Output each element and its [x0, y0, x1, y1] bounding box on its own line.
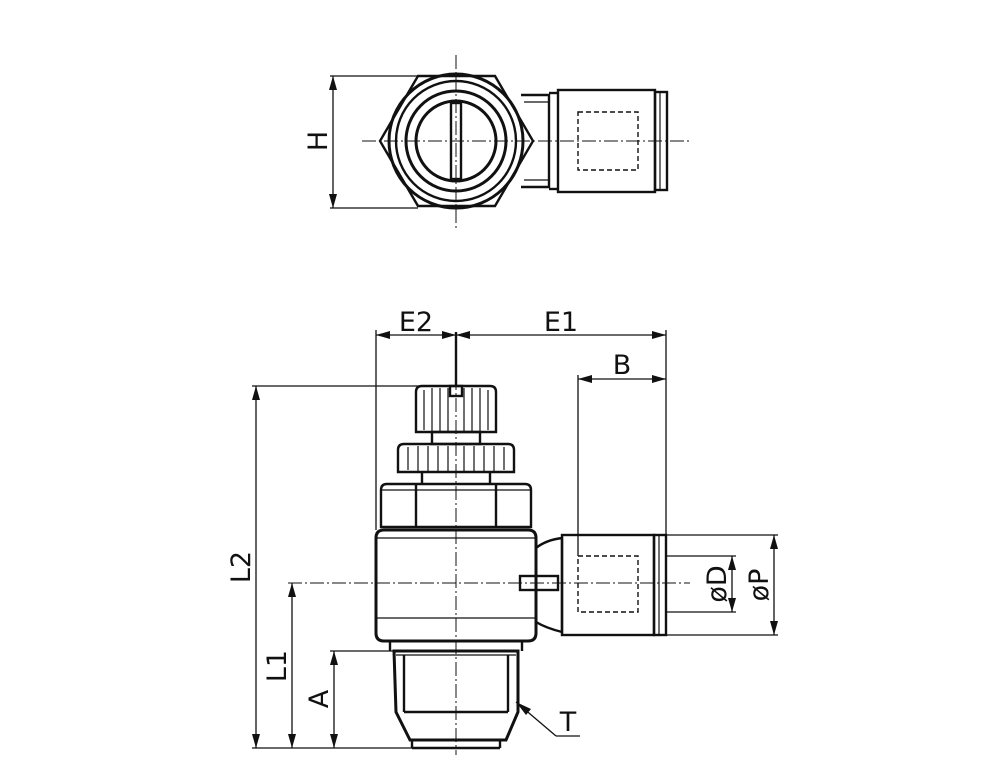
arrowhead — [252, 386, 260, 400]
threaded-shank — [388, 641, 524, 750]
knob-outline — [414, 384, 498, 434]
dim-e1-e2: E2 E1 — [375, 307, 667, 535]
arrowhead — [770, 621, 778, 635]
label-d: øD — [702, 565, 733, 602]
release-collet — [653, 90, 669, 192]
label-l1: L1 — [262, 650, 293, 682]
label-e2: E2 — [399, 307, 433, 338]
label-a: A — [304, 689, 335, 708]
elbow-neck — [521, 93, 551, 189]
dim-d: øD — [666, 555, 736, 613]
arrowhead — [330, 734, 338, 748]
dim-l1: L1 — [262, 583, 296, 748]
label-h: H — [303, 131, 334, 151]
arrowhead — [252, 734, 260, 748]
arrowhead — [329, 76, 337, 90]
arrowhead — [288, 583, 296, 597]
knob-circle — [414, 99, 498, 183]
arm-pin — [518, 574, 560, 592]
outer-body-circle — [387, 72, 525, 210]
label-l2: L2 — [226, 551, 257, 583]
dim-a: A — [304, 650, 394, 748]
arrowhead — [728, 556, 736, 570]
dim-t: T — [515, 701, 580, 738]
arrowhead — [578, 375, 592, 383]
arrowhead — [442, 331, 456, 339]
screwdriver-slot — [449, 101, 463, 181]
swivel-body — [374, 528, 538, 643]
label-e1: E1 — [544, 307, 578, 338]
arrowhead — [456, 331, 470, 339]
dim-l2: L2 — [226, 385, 450, 749]
arrowhead — [516, 702, 531, 715]
front-view: E2 E1 B L2 L1 — [226, 307, 778, 755]
arrowhead — [329, 194, 337, 208]
top-view: H — [303, 55, 690, 228]
label-b: B — [613, 350, 632, 381]
dim-h: H — [303, 75, 418, 209]
tube-bore-hidden — [577, 111, 639, 171]
release-collet — [652, 533, 668, 637]
arrowhead — [330, 651, 338, 665]
thread-outline — [392, 649, 520, 742]
knurled-knob — [414, 384, 498, 434]
arrowhead — [652, 331, 666, 339]
hex-body — [379, 482, 533, 529]
tube-bore-hidden — [577, 555, 639, 613]
arrowhead — [288, 734, 296, 748]
label-p: øP — [744, 569, 775, 602]
hex-inner-circle — [394, 79, 518, 203]
label-t: T — [559, 707, 577, 738]
arrowhead — [728, 598, 736, 612]
dim-p: øP — [666, 534, 778, 636]
arrowhead — [376, 331, 390, 339]
arrowhead — [770, 535, 778, 549]
nut-face-circle — [404, 89, 508, 193]
arrowhead — [652, 375, 666, 383]
lock-nut — [396, 442, 516, 474]
hex-body-outline — [379, 482, 533, 529]
lock-nut-outline — [396, 442, 516, 474]
dim-b: B — [577, 350, 666, 556]
push-in-tube-body — [560, 533, 656, 637]
knob-slot — [448, 384, 464, 398]
